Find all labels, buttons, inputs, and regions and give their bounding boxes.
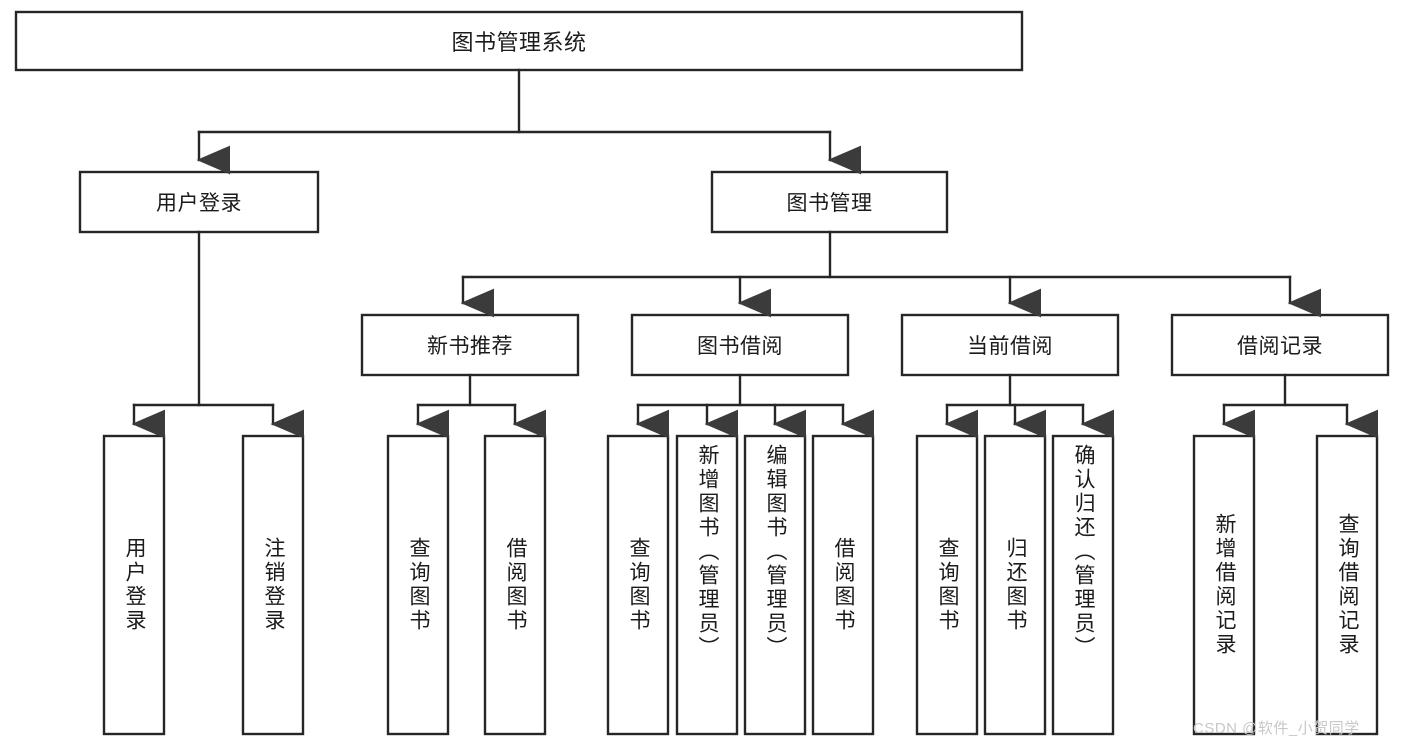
node-box-leaf-logout-login[interactable] [241, 434, 305, 736]
node-box-new-book-recommend[interactable] [360, 313, 580, 377]
node-box-user-login[interactable] [78, 170, 320, 234]
node-box-leaf-add-book[interactable] [675, 434, 739, 736]
node-box-leaf-query-book-1[interactable] [386, 434, 450, 736]
node-box-leaf-query-record[interactable] [1315, 434, 1379, 736]
node-box-leaf-query-book-2[interactable] [606, 434, 670, 736]
node-box-leaf-user-login[interactable] [102, 434, 166, 736]
node-box-leaf-confirm-return[interactable] [1051, 434, 1115, 736]
node-box-leaf-edit-book[interactable] [743, 434, 807, 736]
node-box-leaf-borrow-book-2[interactable] [811, 434, 875, 736]
node-box-leaf-borrow-book-1[interactable] [483, 434, 547, 736]
node-box-current-borrow[interactable] [900, 313, 1120, 377]
node-box-book-borrow[interactable] [630, 313, 850, 377]
node-box-leaf-query-book-3[interactable] [915, 434, 979, 736]
node-box-borrow-record[interactable] [1170, 313, 1390, 377]
node-box-leaf-return-book[interactable] [983, 434, 1047, 736]
watermark-text: CSDN @软件_小贺同学 [1193, 720, 1360, 737]
node-box-book-management[interactable] [710, 170, 949, 234]
node-box-root[interactable] [14, 10, 1024, 72]
node-box-leaf-add-record[interactable] [1192, 434, 1256, 736]
